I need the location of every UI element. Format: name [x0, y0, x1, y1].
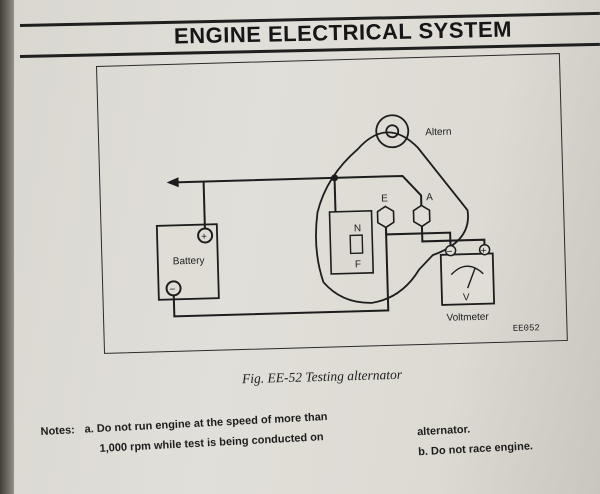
voltmeter-scale	[450, 265, 484, 276]
voltmeter-label: Voltmeter	[446, 312, 489, 324]
regulator-plug	[328, 210, 375, 275]
alternator-pulley	[375, 114, 410, 149]
battery-plus-sign: +	[201, 231, 207, 242]
voltmeter-plus-sign: +	[480, 246, 486, 257]
voltmeter-needle	[467, 267, 476, 289]
terminal-e-label: E	[381, 193, 388, 204]
voltmeter-v-label: V	[463, 292, 470, 303]
alternator-housing	[315, 131, 469, 304]
wire-to-regulator	[333, 177, 337, 212]
book-page	[14, 0, 600, 494]
figure-code: EE052	[513, 323, 540, 334]
wire-battery-positive	[202, 181, 206, 229]
regulator-plug-slot	[349, 234, 364, 255]
wire-a-to-output	[174, 174, 423, 206]
battery-minus-sign: −	[169, 284, 175, 295]
alternator-pulley-hub	[385, 124, 400, 139]
battery-label: Battery	[173, 256, 205, 268]
voltmeter-minus-sign: −	[447, 247, 453, 258]
notes-heading: Notes:	[40, 424, 76, 438]
wire-ground-to-battery-negative	[172, 227, 390, 318]
output-arrow	[166, 177, 179, 188]
voltmeter-body	[439, 252, 496, 306]
terminal-a	[412, 204, 431, 228]
terminal-e	[376, 205, 395, 229]
terminal-a-label: A	[426, 192, 433, 203]
regulator-n-label: N	[354, 223, 362, 234]
regulator-f-label: F	[355, 259, 361, 270]
junction-dot	[331, 174, 339, 182]
voltmeter-positive-terminal	[478, 243, 491, 256]
alternator-label: Altern	[425, 127, 451, 139]
voltmeter-negative-terminal	[444, 244, 457, 257]
